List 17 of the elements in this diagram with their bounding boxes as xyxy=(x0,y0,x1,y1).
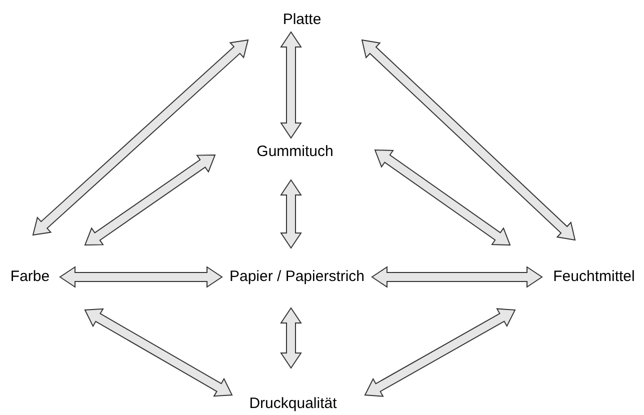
node-label: Druckqualität xyxy=(249,395,337,413)
double-arrow xyxy=(361,39,576,241)
node-label: Papier / Papierstrich xyxy=(229,268,365,286)
double-arrow xyxy=(84,308,233,397)
double-arrow xyxy=(84,154,216,246)
double-arrow xyxy=(280,179,302,249)
double-arrow xyxy=(280,307,302,369)
double-arrow xyxy=(32,39,249,236)
double-arrow xyxy=(374,149,511,246)
double-arrow xyxy=(364,308,516,397)
double-arrow xyxy=(59,266,223,288)
double-arrow xyxy=(280,31,302,139)
node-label: Feuchtmittel xyxy=(553,268,635,286)
node-label: Farbe xyxy=(10,268,50,286)
double-arrow xyxy=(371,266,543,288)
node-label: Platte xyxy=(282,11,322,29)
node-label: Gummituch xyxy=(256,143,334,161)
